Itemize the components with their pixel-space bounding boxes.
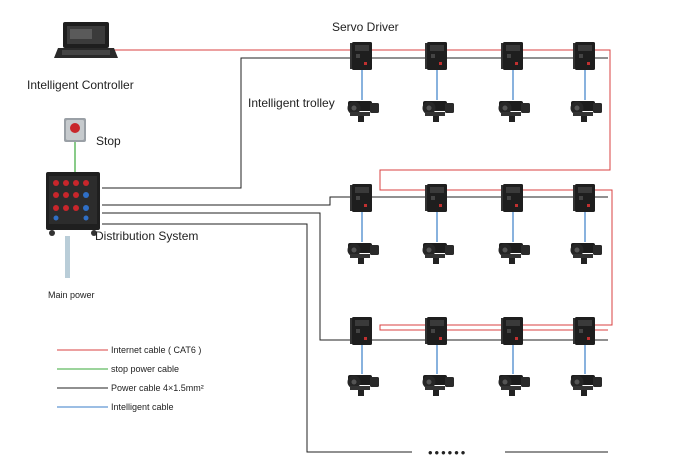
servo-driver-row-1 [350, 42, 595, 70]
power-cables [102, 57, 608, 453]
servo-driver-label: Servo Driver [332, 20, 399, 34]
trolley-icon [570, 243, 602, 264]
trolley-icon [422, 101, 454, 122]
servo-driver-icon [501, 184, 523, 212]
trolley-icon [498, 101, 530, 122]
servo-driver-icon [573, 184, 595, 212]
main-power-label: Main power [48, 290, 95, 300]
power-cable-row-2 [102, 196, 608, 206]
trolley-icon [422, 375, 454, 396]
servo-driver-icon [501, 317, 523, 345]
trolley-row-2 [347, 243, 602, 264]
controller-icon [54, 22, 118, 58]
internet-cables [113, 49, 613, 331]
trolley-icon [347, 101, 379, 122]
servo-driver-row-3 [350, 317, 595, 345]
servo-driver-icon [425, 317, 447, 345]
internet-cable-row-1 [360, 49, 613, 331]
servo-driver-icon [425, 184, 447, 212]
power-cable-row-1 [102, 57, 608, 189]
legend-label-intelligent: Intelligent cable [111, 402, 174, 412]
intelligent-controller-label: Intelligent Controller [27, 78, 134, 92]
legend: Internet cable ( CAT6 ) stop power cable… [57, 345, 204, 412]
servo-driver-row-2 [350, 184, 595, 212]
servo-driver-icon [425, 42, 447, 70]
servo-driver-icon [350, 317, 372, 345]
servo-driver-icon [573, 317, 595, 345]
trolley-icon [347, 375, 379, 396]
trolley-row-3 [347, 375, 602, 396]
power-cable-row-3 [102, 212, 608, 341]
trolley-icon [570, 375, 602, 396]
distribution-system-label: Distribution System [95, 229, 198, 243]
trolley-row-1 [347, 101, 602, 122]
intelligent-trolley-label: Intelligent trolley [248, 96, 335, 110]
trolley-icon [347, 243, 379, 264]
legend-label-internet: Internet cable ( CAT6 ) [111, 345, 201, 355]
stop-label: Stop [96, 134, 121, 148]
power-cable-row-4 [102, 223, 412, 453]
servo-driver-icon [501, 42, 523, 70]
intelligent-cables [361, 70, 586, 374]
trolley-icon [498, 243, 530, 264]
distribution-cabinet-icon [46, 172, 100, 236]
legend-label-stop-power: stop power cable [111, 364, 179, 374]
trolley-icon [498, 375, 530, 396]
continuation-dots: •••••• [428, 445, 467, 460]
servo-driver-icon [350, 184, 372, 212]
trolley-icon [570, 101, 602, 122]
servo-driver-icon [350, 42, 372, 70]
main-power-feed [65, 236, 70, 278]
stop-button-icon [64, 118, 86, 142]
servo-driver-icon [573, 42, 595, 70]
legend-label-power: Power cable 4×1.5mm² [111, 383, 204, 393]
trolley-icon [422, 243, 454, 264]
